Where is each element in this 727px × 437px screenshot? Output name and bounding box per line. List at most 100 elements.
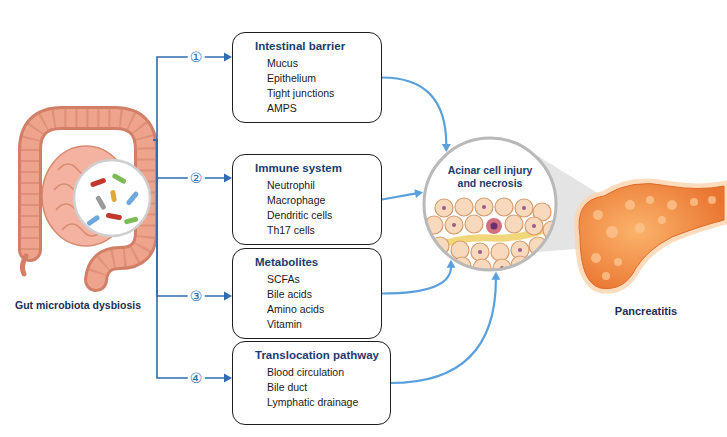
pancreas-node: Pancreatitis	[565, 150, 727, 318]
pancreas-illustration	[579, 184, 724, 289]
acinus	[425, 198, 561, 277]
factor-box: MetabolitesSCFAsBile acidsAmino acidsVit…	[232, 248, 382, 339]
list-item: SCFAs	[267, 272, 300, 287]
box-heading: Immune system	[255, 161, 342, 176]
pancreas-lobules	[667, 200, 677, 210]
connector	[391, 272, 500, 383]
pancreas-lobules	[690, 198, 698, 206]
callout-number: ③	[190, 288, 203, 304]
list-item: Epithelium	[267, 71, 316, 86]
connector-line	[391, 279, 496, 383]
arrowhead	[224, 53, 232, 62]
box-heading: Intestinal barrier	[255, 39, 345, 54]
gut-illustration	[22, 118, 150, 280]
label-patch: ①	[188, 49, 205, 65]
acinus	[435, 199, 453, 217]
acinus	[491, 243, 509, 261]
callout-number: ④	[190, 370, 203, 386]
label-patch: ④	[188, 370, 205, 386]
acinar-circle: Acinar cell injury and necrosis	[422, 136, 558, 272]
pancreas-lobules	[614, 258, 622, 266]
acinus	[475, 198, 493, 216]
connector	[382, 189, 423, 199]
node-label: Gut microbiota dysbiosis	[15, 298, 141, 312]
nuclei	[482, 205, 486, 209]
arrowhead	[414, 189, 423, 198]
acini	[424, 198, 561, 277]
list-item: Dendritic cells	[267, 208, 332, 223]
necrosis-spot	[486, 218, 502, 234]
bacterium	[125, 191, 139, 206]
connector	[154, 140, 232, 383]
nuclei	[478, 250, 482, 254]
callout-number: ②	[190, 170, 203, 186]
connector-line	[382, 78, 446, 145]
acinus	[471, 243, 489, 261]
appendix	[22, 256, 26, 274]
connector-line	[154, 140, 225, 296]
list-item: Tight junctions	[267, 86, 334, 101]
acinus	[451, 241, 469, 259]
pancreas-lobules	[606, 226, 618, 238]
bacterium	[90, 177, 107, 187]
necrosis-core	[491, 223, 498, 230]
pancreas-lobules	[591, 253, 601, 263]
bacterium	[110, 190, 117, 203]
label-patch: ②	[188, 170, 205, 186]
connector-line	[382, 193, 416, 199]
acinus	[455, 198, 473, 216]
pancreas-lobules	[635, 223, 645, 233]
connector	[154, 140, 232, 301]
acinus	[525, 217, 543, 235]
pancreas-lobules	[658, 216, 666, 224]
list-item: Bile duct	[267, 380, 307, 395]
connector	[154, 53, 232, 141]
factor-box: Translocation pathwayBlood circulationBi…	[232, 341, 391, 425]
circle-ground	[424, 138, 556, 270]
node-label: Pancreatitis	[615, 304, 677, 318]
factor-box: Intestinal barrierMucusEpitheliumTight j…	[232, 32, 382, 123]
bacterium	[106, 213, 123, 221]
bacterium	[95, 195, 107, 210]
factor-box: Immune systemNeutrophilMacrophageDendrit…	[232, 154, 382, 245]
list-item: Bile acids	[267, 287, 312, 302]
arrowhead	[224, 374, 232, 383]
list-item: Blood circulation	[267, 365, 344, 380]
acinus	[445, 216, 463, 234]
pancreas-lobules	[602, 272, 610, 280]
arrowhead	[224, 174, 232, 183]
pancreas-lobules	[593, 210, 603, 220]
box-heading: Translocation pathway	[255, 348, 379, 363]
acinus	[505, 215, 523, 233]
bacterium	[124, 216, 139, 224]
callout-number: ①	[190, 49, 203, 65]
list-item: Th17 cells	[267, 223, 315, 238]
connector-line	[154, 140, 225, 378]
nuclei	[532, 224, 536, 228]
list-item: Amino acids	[267, 302, 324, 317]
connector	[382, 78, 451, 152]
acinus	[515, 199, 533, 217]
pancreas-glow	[579, 184, 724, 289]
bacterium	[111, 173, 126, 185]
connector-line	[154, 57, 225, 140]
box-heading: Metabolites	[255, 255, 318, 270]
nuclei	[442, 206, 446, 210]
label-patch: ③	[188, 288, 205, 304]
arrowhead	[491, 272, 500, 280]
magnifier	[74, 160, 150, 236]
connector	[382, 260, 455, 294]
list-item: Macrophage	[267, 193, 325, 208]
gut-node: Gut microbiota dysbiosis	[2, 100, 154, 312]
list-item: Neutrophil	[267, 178, 315, 193]
list-item: Vitamin	[267, 317, 302, 332]
arrowhead	[224, 292, 232, 301]
pancreas-lobules	[646, 196, 654, 204]
bacterium	[86, 214, 100, 226]
circle-label: Acinar cell injury and necrosis	[442, 164, 538, 190]
acinus	[465, 215, 483, 233]
acinus	[495, 198, 513, 216]
pancreas	[579, 184, 724, 289]
pancreas-lobules	[708, 196, 716, 204]
list-item: AMPS	[267, 101, 297, 116]
